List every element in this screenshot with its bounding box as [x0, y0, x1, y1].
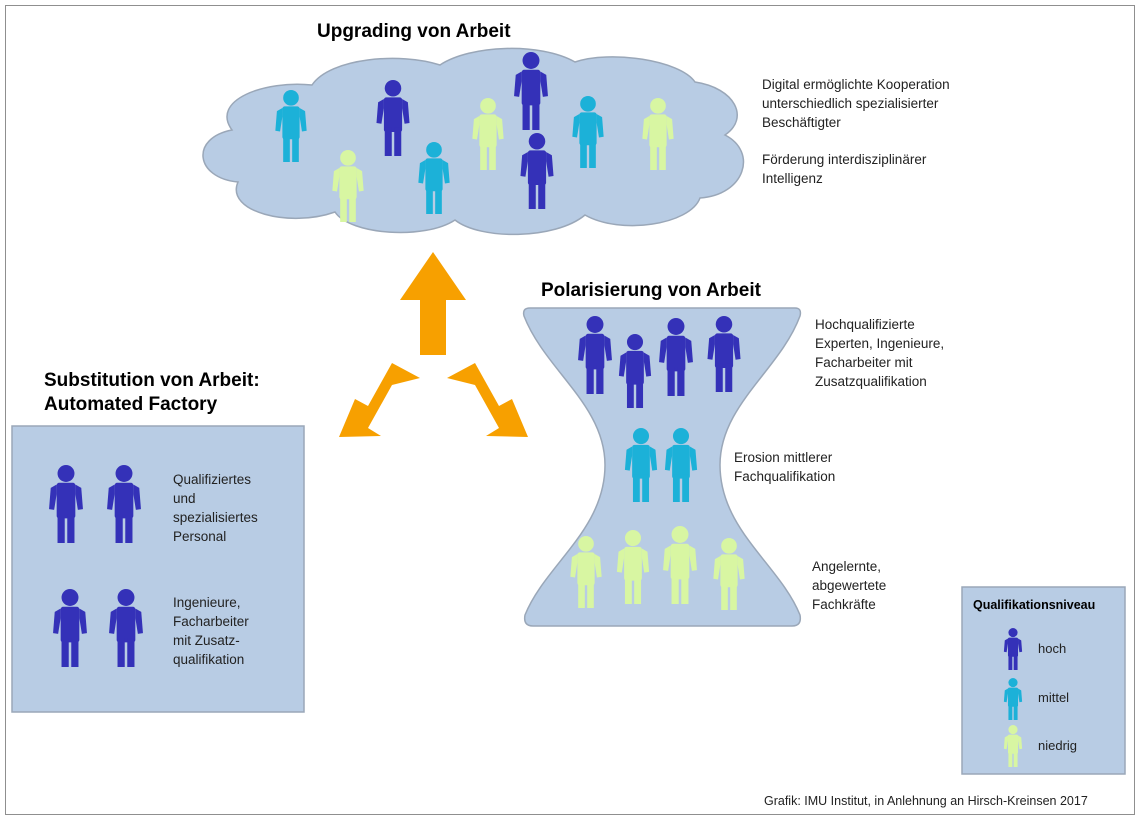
upgrading-cloud — [202, 47, 745, 236]
upgrading-title: Upgrading von Arbeit — [317, 21, 511, 42]
substitution-box — [11, 425, 305, 713]
legend-box — [961, 586, 1126, 775]
arrow-left — [339, 363, 420, 437]
legend-label-niedrig: niedrig — [1038, 738, 1078, 753]
arrow-right — [447, 363, 528, 437]
polarisierung-title: Polarisierung von Arbeit — [541, 280, 761, 301]
polarisierung-top-text: Hochqualifizierte Experten, Ingenieure, … — [815, 317, 945, 389]
substitution-title-line2: Automated Factory — [44, 394, 218, 415]
legend-icons — [1003, 628, 1023, 767]
figure-frame — [5, 5, 1135, 815]
substitution-group1-text: Qualifiziertes und spezialisiertes Perso… — [173, 472, 258, 544]
legend-label-hoch: hoch — [1038, 641, 1067, 656]
source-credit: Grafik: IMU Institut, in Anlehnung an Hi… — [764, 794, 1088, 808]
polarisierung-middle-text: Erosion mittlerer Fachqualifikation — [734, 450, 836, 484]
substitution-title: Substitution von Arbeit: Automated Facto… — [44, 369, 260, 417]
arrow-up — [400, 252, 466, 355]
three-way-arrow — [339, 252, 528, 437]
polarisierung-bottom-text: Angelernte, abgewertete Fachkräfte — [812, 559, 887, 612]
upgrading-text-1: Digital ermöglichte Kooperation untersch… — [762, 77, 950, 130]
legend-label-mittel: mittel — [1038, 690, 1070, 705]
substitution-group2-text: Ingenieure, Facharbeiter mit Zusatz- qua… — [173, 595, 249, 667]
substitution-title-line1: Substitution von Arbeit: — [44, 370, 260, 391]
legend-title: Qualifikationsniveau — [973, 598, 1096, 612]
upgrading-text-2: Förderung interdisziplinärer Intelligenz — [762, 152, 927, 186]
